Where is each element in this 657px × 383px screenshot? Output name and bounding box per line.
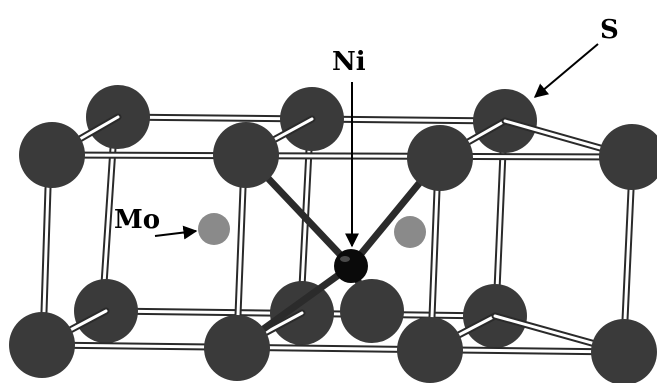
- s-arrow: [533, 43, 599, 98]
- label-arrows: [154, 43, 599, 248]
- molybdenum-atom: [198, 213, 230, 245]
- label-s: S: [600, 15, 619, 45]
- molybdenum-atoms: [198, 213, 426, 248]
- sulfur-atom: [19, 122, 85, 188]
- nickel-atom-highlight: [340, 256, 350, 262]
- sulfur-atom: [204, 315, 270, 381]
- molybdenum-atom: [394, 216, 426, 248]
- nickel-atom: [334, 249, 368, 283]
- front-sulfur-atoms: [9, 122, 657, 383]
- mo-arrow: [154, 225, 198, 240]
- sulfur-atom: [407, 125, 473, 191]
- label-mo: Mo: [114, 205, 160, 235]
- sulfur-atom: [591, 319, 657, 383]
- sulfur-atom: [340, 279, 404, 343]
- front-frame-bonds: [38, 151, 636, 356]
- sulfur-atom: [213, 122, 279, 188]
- ni-s-bonds: [233, 151, 444, 352]
- sulfur-atom: [9, 312, 75, 378]
- sulfur-atom: [397, 317, 463, 383]
- sulfur-atom: [599, 124, 657, 190]
- label-ni: Ni: [332, 47, 366, 77]
